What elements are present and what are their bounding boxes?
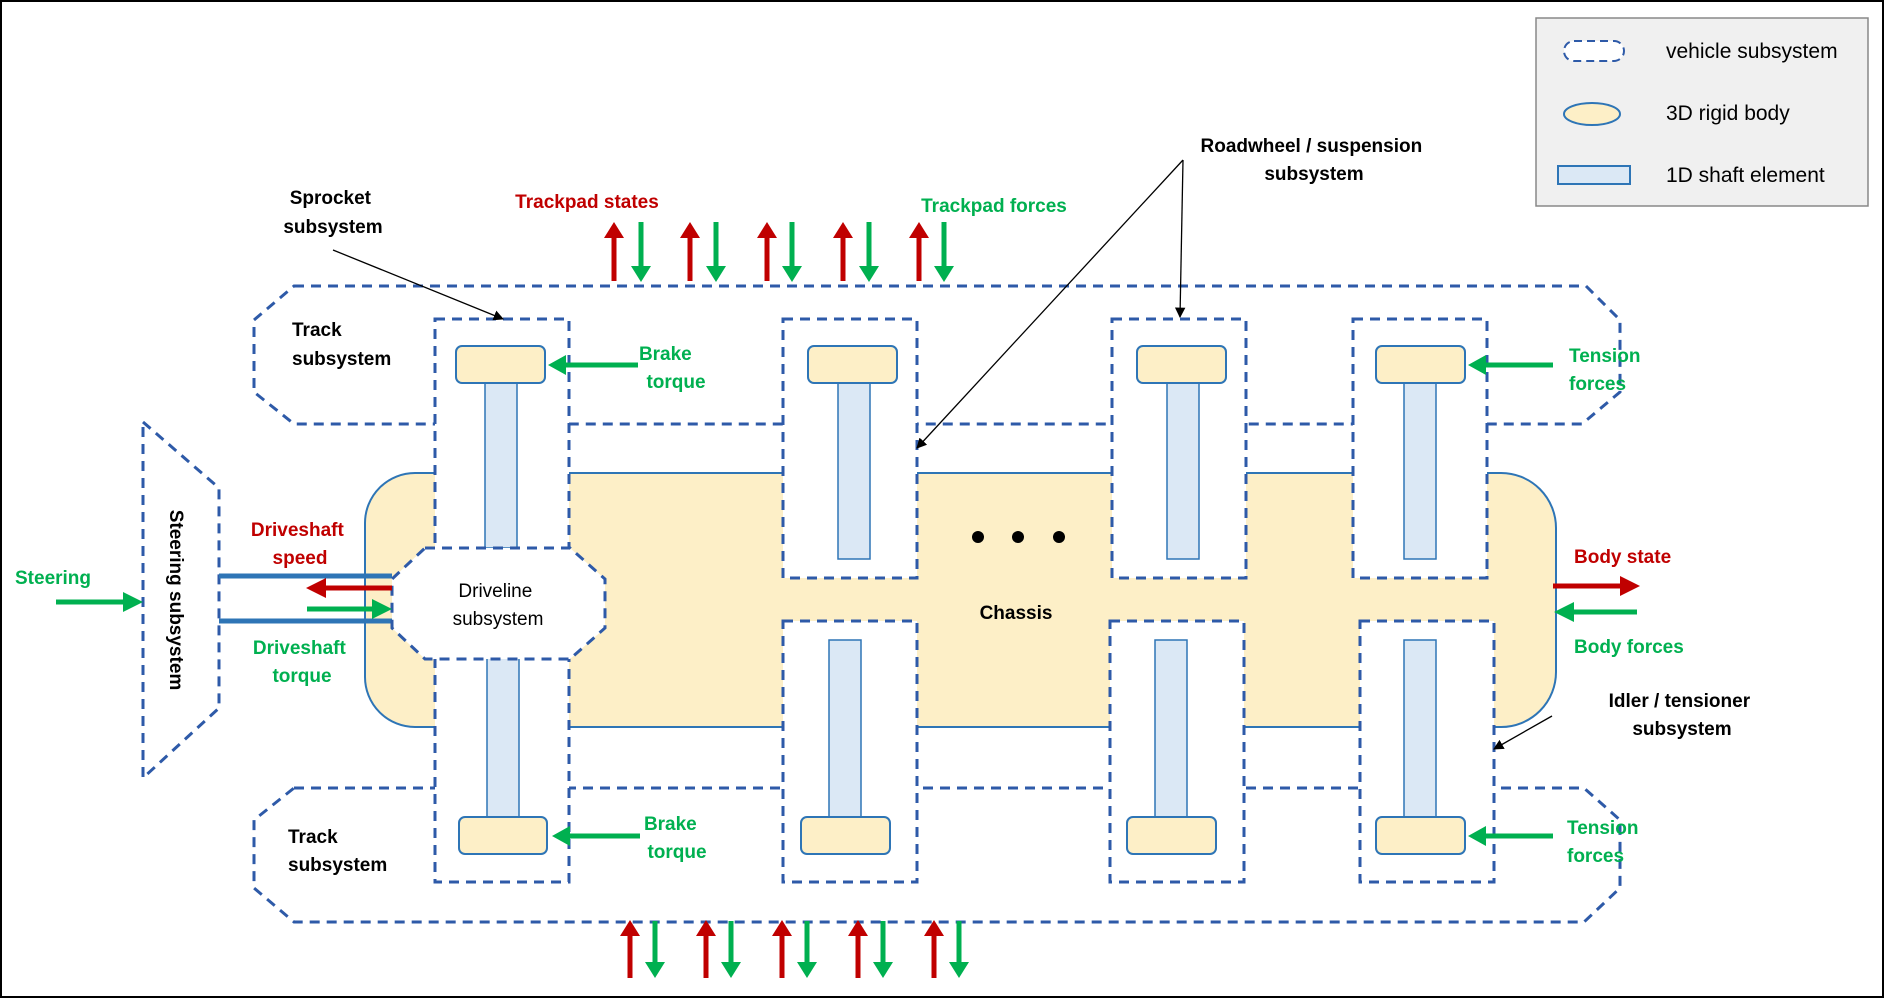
steering-subsystem-label: Steering subsystem [165,510,186,691]
trackpad-arrows-top [604,222,954,282]
trackpad-states-label: Trackpad states [515,192,659,213]
legend-subsystem-swatch [1563,40,1625,62]
shaft-roadwheel-bottom-2 [1154,639,1188,818]
brake-torque-arrow-bottom [552,826,640,846]
body-forces-arrow [1554,602,1637,622]
driveline-subsystem [390,546,607,661]
track-subsystem-bottom [252,786,1622,924]
trackpad-force-arrow [797,921,817,978]
track-subsystem-bottom-label: Track subsystem [288,827,387,876]
body-forces-label: Body forces [1574,637,1684,658]
idler-body-top [1375,345,1466,384]
roadwheel-body-bottom-2 [1126,816,1217,855]
trackpad-force-arrow [859,222,879,282]
steering-input-arrow [56,592,143,612]
trackpad-force-arrow [721,921,741,978]
trackpad-state-arrow [757,222,777,281]
trackpad-state-arrow [620,920,640,978]
idler-leader-line [1493,715,1553,750]
sprocket-leader-line [332,249,504,321]
brake-torque-bottom-label: Brake torque [644,814,707,863]
trackpad-force-arrow [631,222,651,282]
tension-forces-bottom-label: Tension forces [1567,818,1644,867]
trackpad-state-arrow [772,920,792,978]
shaft-roadwheel-top-2 [1166,382,1200,560]
trackpad-state-arrow [604,222,624,281]
driveshaft-speed-label: Driveshaft speed [251,520,349,569]
roadwheel-body-top-1 [807,345,898,384]
legend-rigid-body-label: 3D rigid body [1666,102,1790,125]
idler-body-bottom [1375,816,1466,855]
trackpad-force-arrow [782,222,802,282]
shaft-sprocket-bottom [486,654,520,820]
body-state-arrow [1553,576,1640,596]
roadwheel-leader-line-1 [916,159,1184,449]
legend-shaft-swatch [1557,165,1631,185]
trackpad-arrows-bottom [620,920,969,978]
track-subsystem-top [252,284,1622,426]
sprocket-body-top [455,345,546,384]
driveshaft-speed-arrow [306,578,392,598]
tension-forces-arrow-top [1468,355,1553,375]
roadwheel-subsystem-label: Roadwheel / suspension subsystem [1201,136,1428,185]
body-state-label: Body state [1574,547,1671,568]
trackpad-force-arrow [949,921,969,978]
roadwheel-body-bottom-1 [800,816,891,855]
tension-forces-top-label: Tension forces [1569,346,1646,395]
legend-rigid-body-swatch [1563,102,1621,126]
shaft-roadwheel-top-1 [837,382,871,560]
chassis-label: Chassis [980,603,1053,624]
chassis-body [364,472,1557,728]
legend-shaft-label: 1D shaft element [1666,164,1825,187]
trackpad-state-arrow [680,222,700,281]
trackpad-state-arrow [909,222,929,281]
ellipsis-dot [1053,531,1065,543]
legend-subsystem-label: vehicle subsystem [1666,40,1838,63]
shaft-roadwheel-bottom-1 [828,639,862,818]
trackpad-state-arrow [848,920,868,978]
trackpad-force-arrow [645,921,665,978]
steering-subsystem [141,418,221,782]
shaft-sprocket-top [484,382,518,549]
roadwheel-body-top-2 [1136,345,1227,384]
trackpad-force-arrow [706,222,726,282]
ellipsis-dot [1012,531,1024,543]
trackpad-force-arrow [934,222,954,282]
ellipsis-dot [972,531,984,543]
sprocket-body-bottom [458,816,548,855]
idler-subsystem-label: Idler / tensioner subsystem [1609,691,1756,740]
driveshaft-torque-arrow [307,599,392,619]
brake-torque-top-label: Brake torque [639,344,706,393]
driveline-subsystem-label: Driveline subsystem [453,581,544,630]
shaft-idler-top [1403,382,1437,560]
shaft-idler-bottom [1403,639,1437,818]
tension-forces-arrow-bottom [1468,826,1553,846]
trackpad-force-arrow [873,921,893,978]
steering-label: Steering [15,568,91,589]
trackpad-state-arrow [924,920,944,978]
trackpad-forces-label: Trackpad forces [921,196,1067,217]
track-subsystem-top-label: Track subsystem [292,320,391,370]
sprocket-subsystem-label: Sprocket subsystem [283,188,382,238]
trackpad-state-arrow [696,920,716,978]
roadwheel-leader-line-2 [1174,159,1186,319]
driveshaft-torque-label: Driveshaft torque [253,638,351,687]
trackpad-state-arrow [833,222,853,281]
brake-torque-arrow-top [548,355,638,375]
